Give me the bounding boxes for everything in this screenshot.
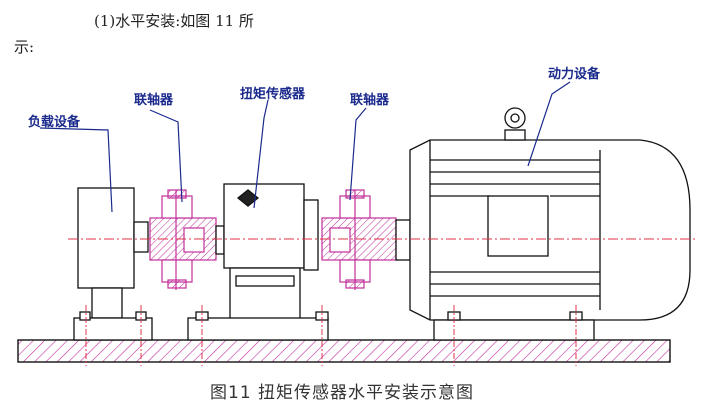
center-line: [68, 238, 698, 366]
torque-sensor: [187, 183, 329, 341]
intro-line-2: 示:: [14, 38, 35, 56]
intro-line-1: (1)水平安装:如图 11 所: [94, 12, 254, 30]
label-power-device: 动力设备: [548, 66, 601, 82]
coupling-left: [149, 189, 217, 290]
label-coupling-right: 联轴器: [350, 92, 390, 108]
load-device: [73, 187, 153, 341]
intro-text: (1)水平安装:如图 11 所 示:: [14, 8, 344, 60]
leader-lines: [39, 81, 571, 213]
figure-caption: 图11 扭矩传感器水平安装示意图: [210, 383, 474, 403]
sensor-logo-icon: [236, 189, 260, 207]
label-coupling-left: 联轴器: [134, 92, 174, 108]
base-plate: [17, 339, 671, 363]
label-load-device: 负载设备: [28, 114, 81, 130]
power-device: [395, 107, 691, 341]
label-torque-sensor: 扭矩传感器: [240, 86, 306, 102]
coupling-right: [321, 189, 397, 290]
